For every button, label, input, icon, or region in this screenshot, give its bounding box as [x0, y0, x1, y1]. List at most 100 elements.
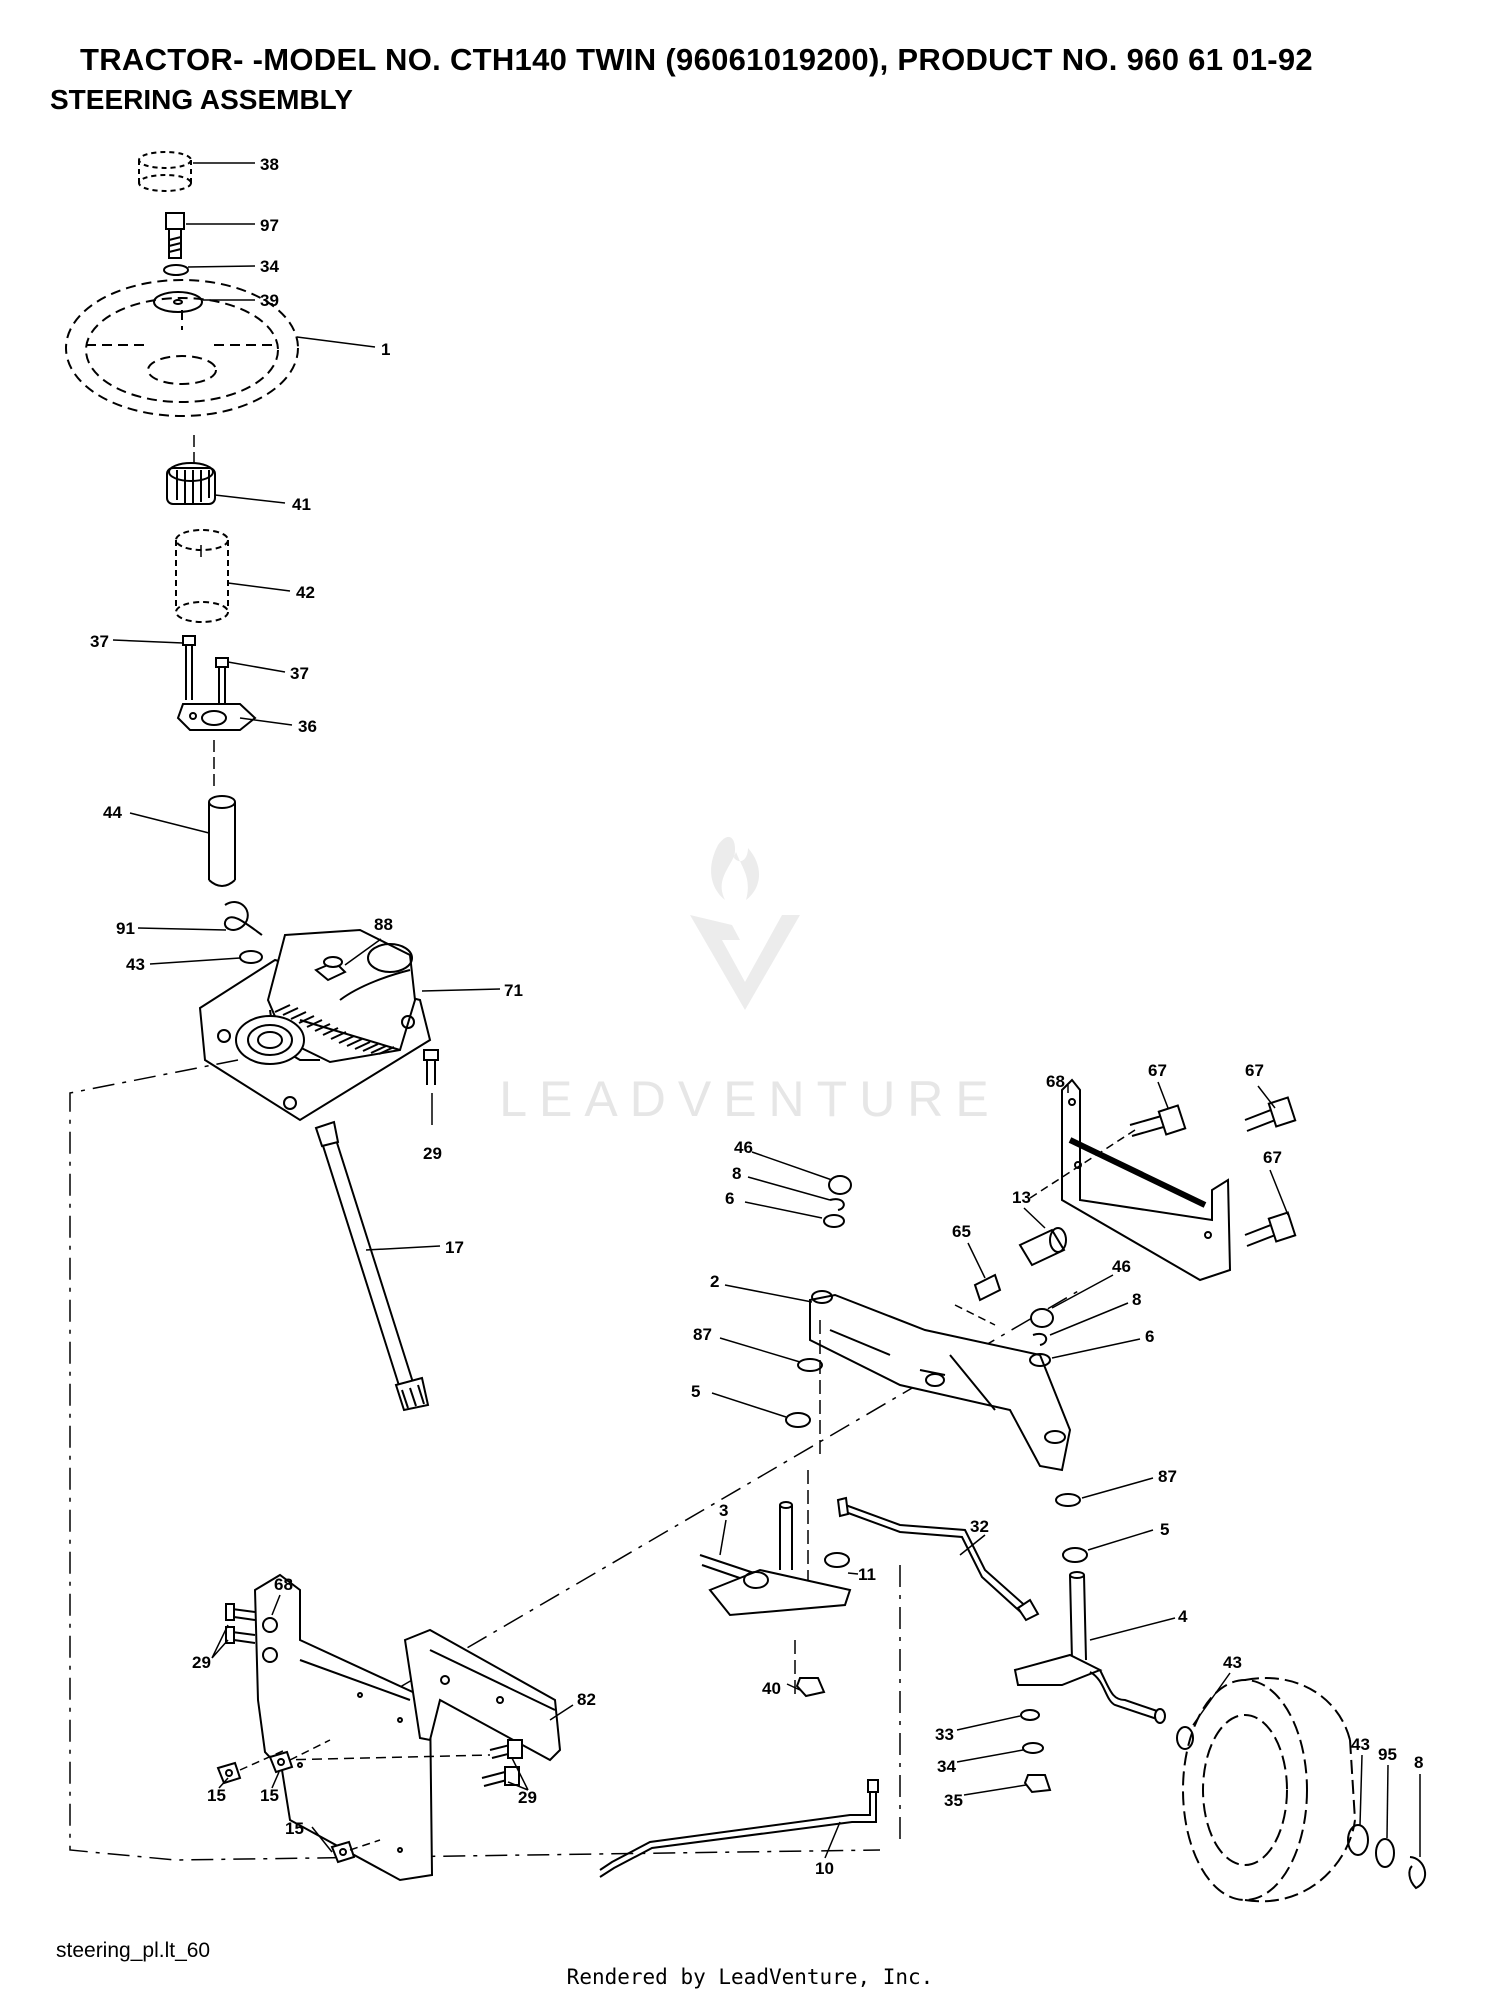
part-29-bolts-lower-right [481, 1739, 523, 1787]
part-67-bolt-a [1129, 1104, 1187, 1137]
callout-43-outer: 43 [1351, 1735, 1370, 1754]
part-42-sleeve [175, 529, 229, 623]
page-title: TRACTOR- -MODEL NO. CTH140 TWIN (9606101… [80, 42, 1313, 77]
callout-32: 32 [970, 1517, 989, 1536]
part-35-nut [1023, 1774, 1052, 1794]
callout-numbers: 38 97 34 39 1 41 42 37 37 36 44 91 43 88… [90, 155, 1423, 1878]
part-8-clip-outer [1408, 1856, 1427, 1890]
callout-8-outer: 8 [1414, 1753, 1423, 1772]
callout-8-left: 8 [732, 1164, 741, 1183]
part-43-washer [239, 950, 263, 964]
callout-46-left: 46 [734, 1138, 753, 1157]
rendered-by-footer: Rendered by LeadVenture, Inc. [566, 1965, 934, 1989]
callout-68-lower: 68 [274, 1575, 293, 1594]
diagram-file-label: steering_pl.lt_60 [56, 1939, 211, 1962]
callout-43: 43 [126, 955, 145, 974]
callout-82: 82 [577, 1690, 596, 1709]
callout-6-left: 6 [725, 1189, 734, 1208]
part-41-hub [166, 462, 216, 505]
part-67-bolt-b [1244, 1096, 1297, 1132]
part-65-pin [973, 1273, 1002, 1302]
callout-37-left: 37 [90, 632, 109, 651]
part-10-rod [599, 1779, 879, 1878]
callout-41: 41 [292, 495, 311, 514]
callout-35: 35 [944, 1791, 963, 1810]
part-29-bolt-upper [423, 1049, 439, 1085]
callout-68-upper: 68 [1046, 1072, 1065, 1091]
part-97-bolt [165, 212, 185, 259]
callout-88: 88 [374, 915, 393, 934]
part-5-bushing-right [1062, 1547, 1088, 1563]
callout-43-right: 43 [1223, 1653, 1242, 1672]
part-46-cap-right [1030, 1308, 1054, 1328]
part-1-steering-wheel [65, 279, 299, 417]
part-33-washer [1020, 1709, 1040, 1721]
callout-67-c: 67 [1263, 1148, 1282, 1167]
callout-15-c: 15 [285, 1819, 304, 1838]
part-3-spindle-left [699, 1501, 852, 1617]
callout-8-right: 8 [1132, 1290, 1141, 1309]
callout-34-lower: 34 [937, 1757, 956, 1776]
callout-34: 34 [260, 257, 279, 276]
callout-40: 40 [762, 1679, 781, 1698]
callout-29-left: 29 [192, 1653, 211, 1672]
callout-37-right: 37 [290, 664, 309, 683]
part-43-washer-right [1176, 1726, 1194, 1750]
leadventure-logo-watermark [690, 836, 800, 1010]
part-4-spindle-right [1013, 1571, 1166, 1724]
part-37-bolt-left [182, 635, 196, 700]
callout-6-right: 6 [1145, 1327, 1154, 1346]
part-34-washer [163, 264, 189, 276]
part-37-bolt-right [215, 657, 229, 705]
callout-17: 17 [445, 1238, 464, 1257]
part-46-cap-left [828, 1175, 852, 1195]
callout-42: 42 [296, 583, 315, 602]
part-68-upper-bracket [1061, 1078, 1232, 1282]
callout-29-upper: 29 [423, 1144, 442, 1163]
callout-4: 4 [1178, 1607, 1188, 1626]
callout-3: 3 [719, 1501, 728, 1520]
callout-5-left: 5 [691, 1382, 700, 1401]
callout-33: 33 [935, 1725, 954, 1744]
part-95-washer [1375, 1838, 1395, 1868]
part-8-clip-right [1032, 1332, 1048, 1346]
callout-leaders [112, 162, 1421, 1859]
callout-91: 91 [116, 919, 135, 938]
part-15-nut-b [268, 1750, 294, 1774]
callout-71: 71 [504, 981, 523, 1000]
callout-11: 11 [858, 1565, 876, 1584]
part-13-spacer [1018, 1227, 1067, 1267]
callout-87-left: 87 [693, 1325, 712, 1344]
callout-39: 39 [260, 291, 279, 310]
part-29-bolts-upper-left [225, 1603, 256, 1644]
callout-10: 10 [815, 1859, 834, 1878]
callout-65: 65 [952, 1222, 971, 1241]
callout-5-right: 5 [1160, 1520, 1169, 1539]
part-36-bracket [176, 703, 257, 731]
callout-38: 38 [260, 155, 279, 174]
front-tire-outline [1182, 1677, 1356, 1903]
part-6-washer-right [1029, 1353, 1051, 1367]
part-87-washer-left [797, 1358, 823, 1372]
part-2-front-axle [809, 1290, 1072, 1472]
callout-15-b: 15 [260, 1786, 279, 1805]
part-17-steering-shaft [314, 1120, 430, 1412]
callout-67-b: 67 [1245, 1061, 1264, 1080]
part-68-lower-bracket [253, 1573, 434, 1882]
callout-36: 36 [298, 717, 317, 736]
part-82-bracket [403, 1628, 562, 1762]
steering-gearbox [198, 928, 432, 1122]
callout-2: 2 [710, 1272, 719, 1291]
part-43-washer-outer [1347, 1824, 1369, 1856]
part-40-nut [795, 1677, 826, 1698]
callout-13: 13 [1012, 1188, 1031, 1207]
part-38-cap [138, 151, 192, 192]
part-6-washer-left [823, 1214, 845, 1228]
part-34-washer-lower [1022, 1742, 1044, 1754]
callout-95: 95 [1378, 1745, 1397, 1764]
callout-15-a: 15 [207, 1786, 226, 1805]
callout-97: 97 [260, 216, 279, 235]
part-44-tube [208, 795, 236, 887]
part-15-nut-c [330, 1840, 356, 1864]
